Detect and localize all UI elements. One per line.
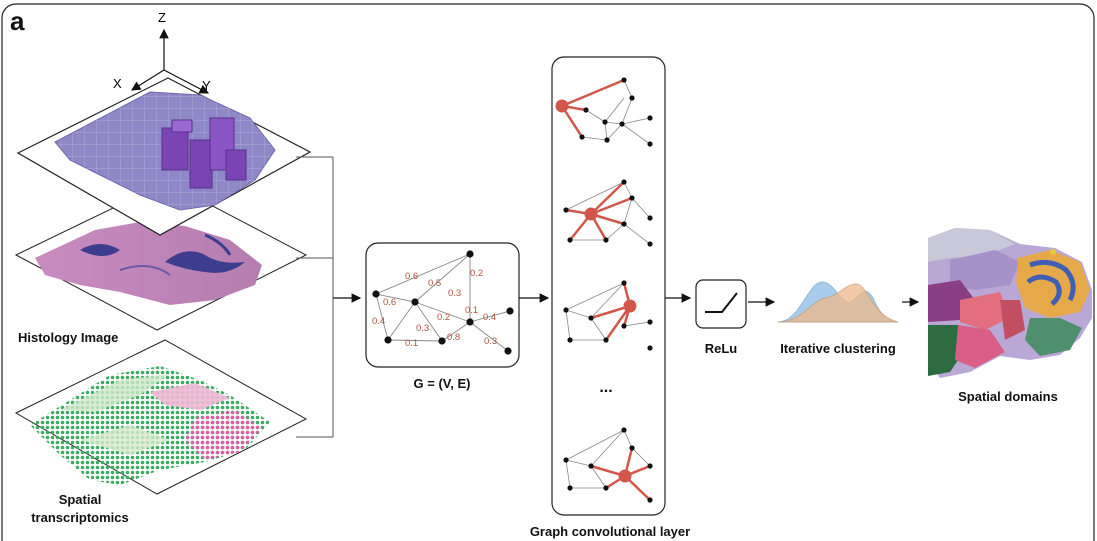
edge-weight: 0.1: [405, 338, 418, 349]
axis-x-label: X: [113, 76, 122, 91]
layer-bracket: [296, 156, 362, 438]
domains-label: Spatial domains: [958, 389, 1058, 404]
edge-weight: 0.6: [383, 297, 396, 308]
relu-label: ReLu: [705, 341, 738, 356]
histology-layer: [14, 181, 308, 331]
gcn-ellipsis: ...: [599, 379, 612, 396]
axis-z-label: Z: [158, 10, 166, 25]
outer-frame: [1, 3, 1095, 541]
graph-node: [372, 290, 380, 298]
gcn-mini-graph-4: [563, 427, 653, 503]
relu-icon: [705, 292, 738, 313]
graph-node: [466, 250, 474, 258]
edge-weight: 0.3: [416, 323, 429, 334]
edge-weight: 0.8: [447, 332, 460, 343]
gcn-mini-graph-2: [563, 179, 653, 247]
edge-weight: 0.5: [428, 278, 441, 289]
graph-node: [504, 347, 512, 355]
volume-blocks: [161, 117, 247, 189]
3d-axes: [130, 28, 210, 94]
graph-node: [384, 336, 392, 344]
spatial-domains-map: [928, 228, 1092, 378]
axis-y-label: Y: [202, 78, 211, 93]
edge-weight: 0.4: [372, 316, 385, 327]
graph-node: [411, 298, 419, 306]
spatial-label-line2: transcriptomics: [31, 510, 129, 525]
panel-letter: a: [10, 6, 25, 36]
edge-weight: 0.2: [470, 268, 483, 279]
graph-box: 0.6 0.5 0.2 0.3 0.6 0.4 0.2 0.1 0.4 0.3 …: [365, 242, 520, 368]
histology-label: Histology Image: [18, 330, 118, 345]
edge-weight: 0.4: [483, 312, 496, 323]
relu-box: [695, 279, 747, 329]
gcn-mini-graph-3: [563, 280, 653, 351]
edge-weight: 0.1: [465, 305, 478, 316]
edge-weight: 0.6: [405, 271, 418, 282]
gcn-box: [551, 56, 666, 516]
edge-weight: 0.2: [437, 312, 450, 323]
histology-3d-layer: [16, 77, 312, 236]
spatial-transcriptomics-layer: [14, 339, 308, 495]
clustering-label: Iterative clustering: [780, 341, 896, 356]
gcn-mini-graph-1: [555, 77, 653, 147]
graph-node: [466, 318, 474, 326]
edge-weight: 0.3: [484, 336, 497, 347]
graph-node: [506, 307, 514, 315]
clustering-distributions: [777, 281, 899, 323]
graph-label: G = (V, E): [414, 376, 471, 391]
graph-node: [438, 337, 446, 345]
gcn-label: Graph convolutional layer: [530, 524, 690, 539]
spatial-label-line1: Spatial: [59, 492, 102, 507]
edge-weight: 0.3: [448, 288, 461, 299]
